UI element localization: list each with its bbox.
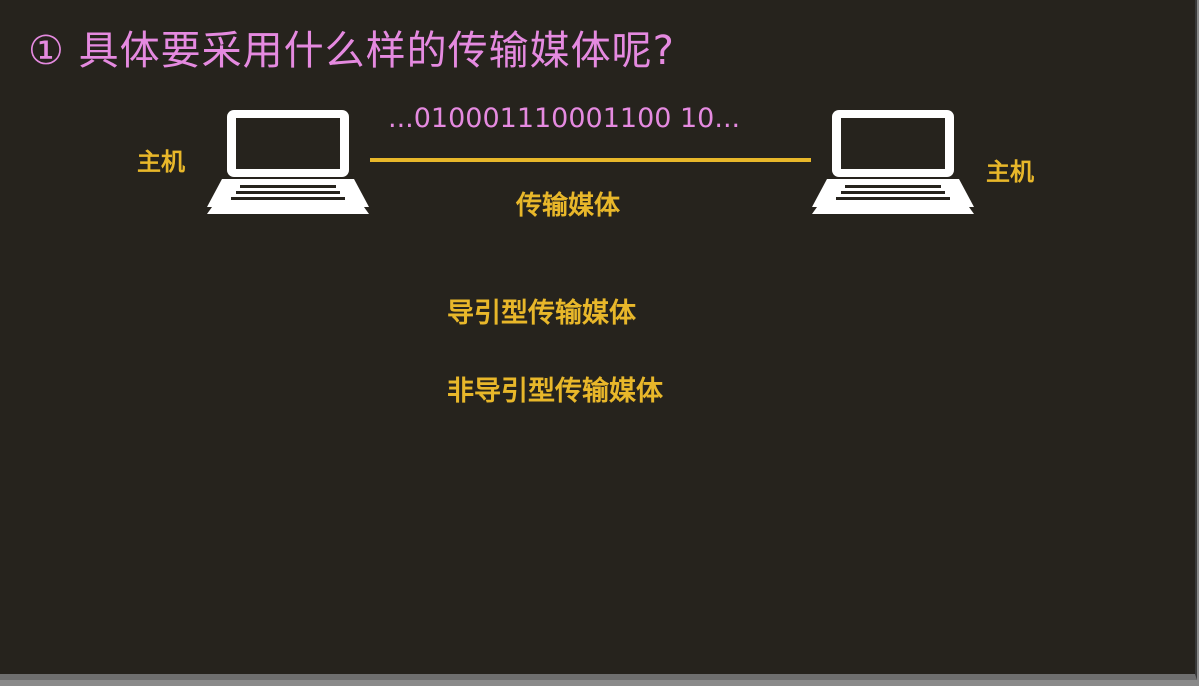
transmission-line (370, 158, 811, 162)
medium-label: 传输媒体 (516, 191, 621, 221)
slide-title: ① 具体要采用什么样的传输媒体呢? (28, 28, 675, 74)
bitstream-text: ...010001110001100 10... (388, 103, 741, 134)
host-left-label: 主机 (137, 148, 185, 176)
laptop-icon (812, 110, 974, 214)
media-type-unguided: 非导引型传输媒体 (447, 376, 663, 407)
host-right-label: 主机 (986, 158, 1034, 186)
media-type-guided: 导引型传输媒体 (447, 298, 636, 329)
laptop-icon (207, 110, 369, 214)
